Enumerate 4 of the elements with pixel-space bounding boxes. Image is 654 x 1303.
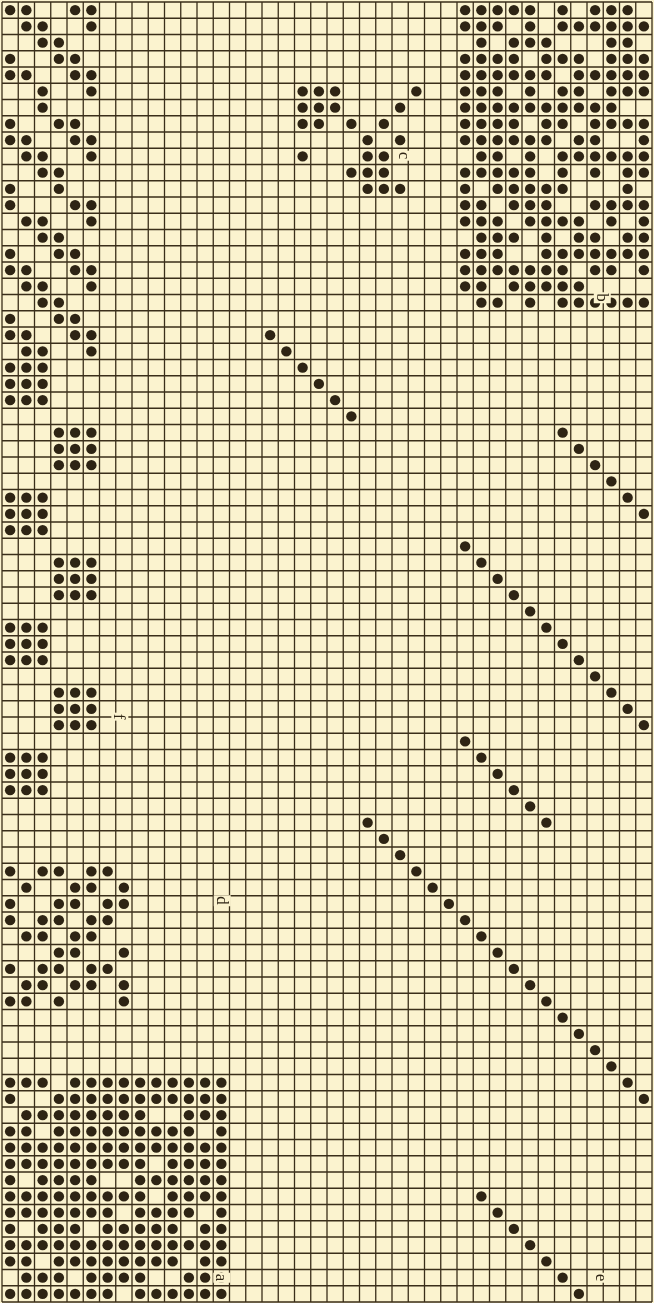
pattern-letter: b bbox=[593, 291, 611, 303]
pattern-letter: d bbox=[213, 894, 231, 906]
pattern-letter: f bbox=[111, 712, 129, 721]
pattern-letter: a bbox=[212, 1272, 230, 1282]
